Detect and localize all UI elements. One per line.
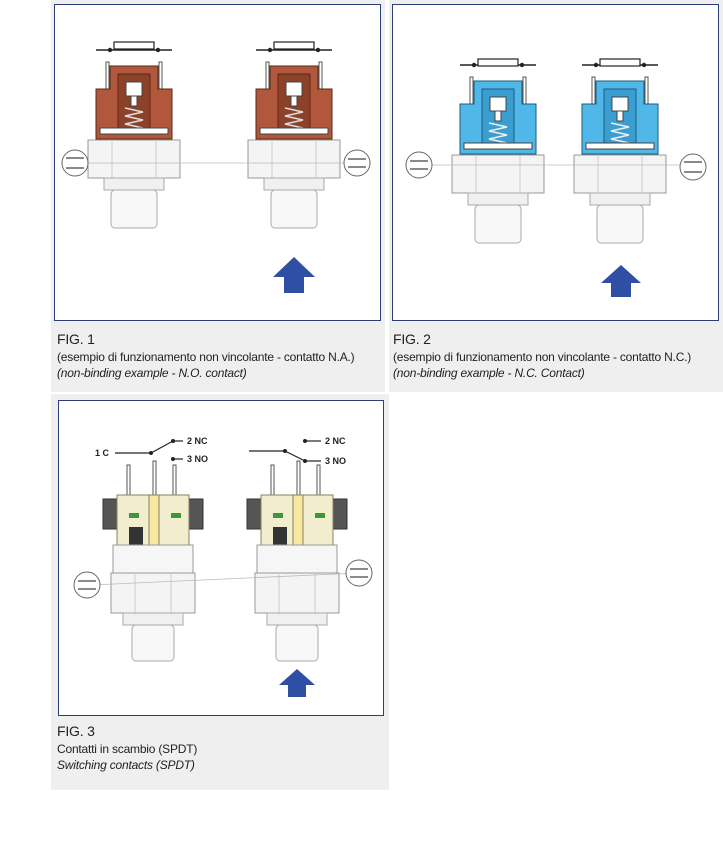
figure-1-caption: FIG. 1 (esempio di funzionamento non vin… — [57, 330, 382, 381]
contact-detail-icon — [61, 149, 89, 177]
figure-3-label: FIG. 3 — [57, 723, 95, 739]
figure-3-description-it: Contatti in scambio (SPDT) — [57, 742, 198, 756]
pressure-arrow-icon — [279, 669, 315, 697]
terminal-1c-left: 1 C — [95, 448, 110, 458]
terminal-2nc-right: 2 NC — [325, 436, 346, 446]
figure-1-diagram — [61, 41, 371, 293]
figure-3-frame: 1 C 2 NC 3 NO 2 NC 3 NO — [58, 400, 384, 716]
contact-detail-icon — [345, 559, 373, 587]
figure-1-description-en: (non-binding example - N.O. contact) — [57, 366, 247, 380]
figure-1-description-it: (esempio di funzionamento non vincolante… — [57, 350, 355, 364]
figure-2-frame — [392, 4, 719, 321]
figure-3-panel: 1 C 2 NC 3 NO 2 NC 3 NO — [51, 394, 389, 790]
figure-1-panel: FIG. 1 (esempio di funzionamento non vin… — [51, 0, 385, 392]
contact-detail-icon — [343, 149, 371, 177]
contact-detail-icon — [73, 571, 101, 599]
figure-2-description-it: (esempio di funzionamento non vincolante… — [393, 350, 692, 364]
spdt-symbol-left — [115, 439, 183, 461]
figure-1-frame — [54, 4, 381, 321]
figure-1-label: FIG. 1 — [57, 331, 95, 347]
figure-3-diagram: 1 C 2 NC 3 NO 2 NC 3 NO — [73, 436, 373, 697]
figure-2-description-en: (non-binding example - N.C. Contact) — [393, 366, 585, 380]
figure-2-caption: FIG. 2 (esempio di funzionamento non vin… — [393, 330, 719, 381]
figure-2-label: FIG. 2 — [393, 331, 431, 347]
contact-detail-icon — [405, 151, 433, 179]
pressure-arrow-icon — [273, 257, 315, 293]
figure-2-panel: FIG. 2 (esempio di funzionamento non vin… — [389, 0, 723, 392]
terminal-3no-left: 3 NO — [187, 454, 208, 464]
figure-2-diagram — [405, 58, 707, 297]
terminal-2nc-left: 2 NC — [187, 436, 208, 446]
figure-3-caption: FIG. 3 Contatti in scambio (SPDT) Switch… — [57, 722, 383, 773]
figure-3-description-en: Switching contacts (SPDT) — [57, 758, 195, 772]
contact-detail-icon — [679, 153, 707, 181]
pressure-arrow-icon — [601, 265, 641, 297]
terminal-3no-right: 3 NO — [325, 456, 346, 466]
spdt-symbol-right — [249, 439, 321, 463]
